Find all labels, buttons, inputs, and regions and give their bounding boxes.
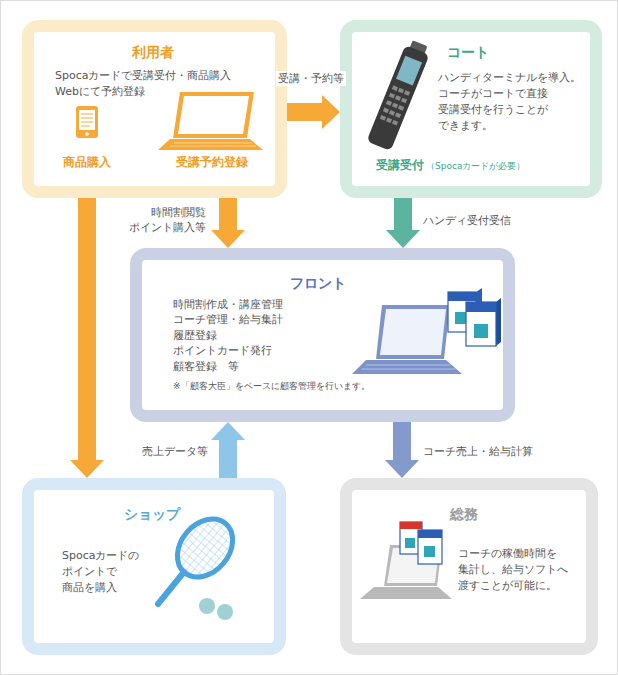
flow-arrow: [70, 198, 104, 478]
panel-title: コート: [447, 43, 489, 63]
panel-text: ※「顧客大臣」をベースに顧客管理を行います。: [173, 380, 370, 393]
panel-text: Spocaカードの ポイントで 商品を購入: [62, 548, 144, 596]
flow-arrow: [386, 198, 420, 248]
edge-label: ハンディ受付受信: [421, 213, 541, 228]
box-front: [466, 302, 496, 346]
terminal-body: [366, 45, 429, 151]
terminal-keys: [380, 85, 410, 125]
panel-text: Spocaカードで受講受付・商品購入 Webにて予約登録: [55, 68, 260, 100]
racket-handle: [158, 572, 184, 604]
software-boxes: [400, 522, 442, 564]
laptop-icon: [158, 92, 263, 150]
laptop-base: [352, 360, 462, 374]
box-band: [418, 530, 442, 538]
panel-title: ショップ: [34, 505, 270, 525]
box-side: [496, 298, 501, 346]
panel-box: コートハンディターミナルを導入。 コーチがコートで直接 受講受付を行うことが で…: [340, 20, 602, 198]
laptop-display: [380, 309, 446, 355]
laptop-keys: [170, 143, 256, 146]
terminal-screen: [396, 56, 422, 86]
box-band: [466, 302, 496, 312]
edge-label: コーチ売上・給与計算: [421, 444, 561, 459]
box-front: [418, 530, 442, 564]
flow-arrow: [385, 422, 419, 478]
panel-title: フロント: [290, 274, 346, 294]
box-logo: [474, 324, 488, 338]
tennis-ball: [199, 598, 215, 614]
flow-arrow: [287, 95, 340, 129]
panel-box: フロント時間割作成・講座管理 コーチ管理・給与集計 履歴登録 ポイントカード発行…: [130, 248, 515, 422]
panel-text: 受講予約登録: [158, 154, 266, 170]
phone-lines: [81, 114, 93, 126]
panel-text: ハンディターミナルを導入。 コーチがコートで直接 受講受付を行うことが できます…: [438, 70, 586, 134]
handy-terminal: [366, 38, 432, 151]
box-logo: [455, 312, 467, 324]
panel-title: 利用者: [34, 43, 271, 63]
panel-box: ショップ Spocaカードの ポイントで 商品を購入: [22, 478, 286, 655]
laptop-screen: [173, 92, 254, 138]
front-laptop: [352, 305, 462, 374]
panel-text: 受講受付: [376, 157, 424, 174]
panel-text: （Spocaカードが必要）: [426, 160, 525, 173]
box-logo: [424, 546, 435, 557]
tennis-racket: [158, 508, 244, 620]
edge-label: 受講・予約等: [276, 71, 346, 86]
software-boxes: [448, 288, 501, 346]
phone-body: [76, 106, 98, 138]
edge-label: 時間割閲覧 ポイント購入等: [116, 205, 208, 236]
panel-box: 総務コーチの稼働時間を 集計し、給与ソフトへ 渡すことが可能に。: [340, 478, 598, 655]
laptop-display: [178, 96, 249, 134]
panel-text: 商品購入: [50, 154, 124, 170]
panel-title: 総務: [450, 505, 478, 525]
tennis-ball: [217, 604, 233, 620]
box-band: [400, 522, 422, 529]
laptop-base: [158, 139, 263, 150]
laptop-screen: [376, 305, 450, 359]
laptop-base: [360, 587, 452, 599]
box-logo: [405, 538, 415, 548]
panel-text: コーチの稼働時間を 集計し、給与ソフトへ 渡すことが可能に。: [458, 546, 576, 594]
laptop-keys: [362, 365, 455, 369]
edge-label: 売上データ等: [118, 444, 210, 459]
phone-screen: [79, 110, 95, 130]
flow-arrow: [211, 422, 245, 478]
phone-button: [85, 132, 89, 136]
flow-arrow: [211, 198, 245, 248]
panel-text: 時間割作成・講座管理 コーチ管理・給与集計 履歴登録 ポイントカード発行 顧客登…: [173, 297, 303, 374]
phone-icon: [76, 106, 98, 138]
racket-head: [166, 508, 244, 588]
box-band: [448, 292, 476, 301]
